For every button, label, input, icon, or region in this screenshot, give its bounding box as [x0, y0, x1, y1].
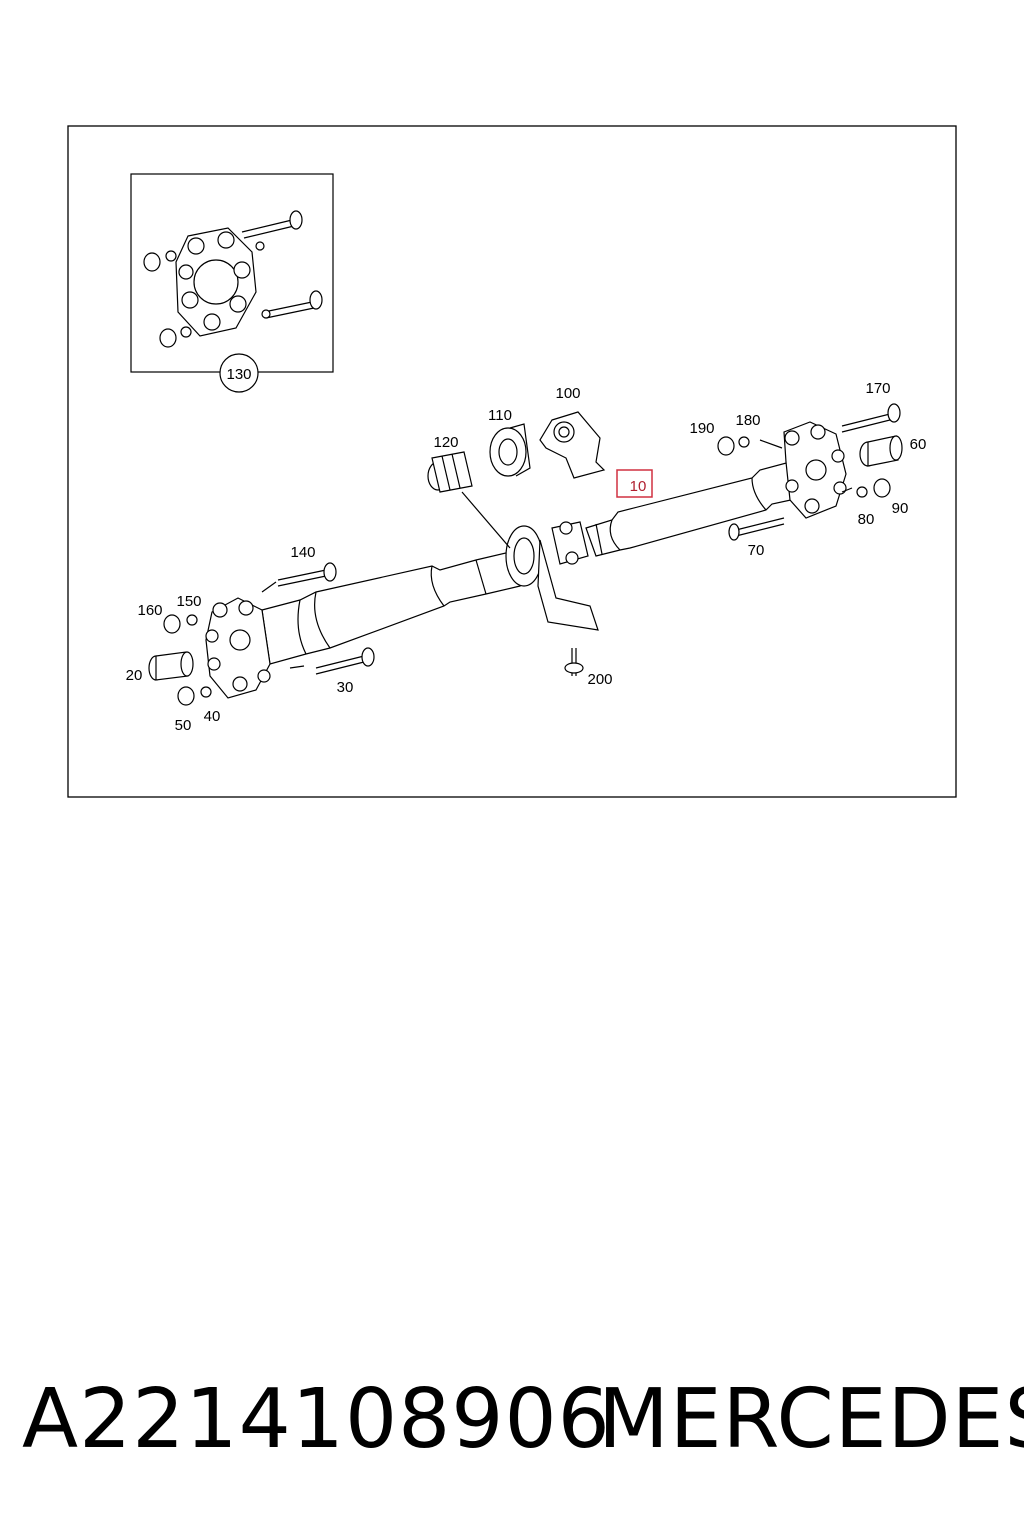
drive-shaft-assembly — [205, 421, 847, 699]
label-70: 70 — [748, 542, 765, 559]
driveshaft-parts-diagram: 130 — [67, 125, 957, 798]
label-170: 170 — [865, 380, 890, 397]
label-40: 40 — [204, 708, 221, 725]
brand-name: MERCEDES — [598, 1372, 1024, 1467]
label-200: 200 — [587, 671, 612, 688]
diagram-frame — [67, 125, 957, 798]
label-90: 90 — [892, 500, 909, 517]
label-100: 100 — [555, 385, 580, 402]
label-160: 160 — [137, 602, 162, 619]
label-10: 10 — [630, 478, 647, 495]
part-number: A2214108906 — [22, 1372, 611, 1467]
label-20: 20 — [126, 667, 143, 684]
highlight-box-part-10 — [616, 469, 653, 498]
label-110: 110 — [488, 407, 512, 424]
label-150: 150 — [176, 593, 201, 610]
label-190: 190 — [689, 420, 714, 437]
label-140: 140 — [290, 544, 315, 561]
label-120: 120 — [433, 434, 458, 451]
part-labels: 10 20 30 40 50 60 70 80 90 100 110 120 1… — [126, 380, 927, 734]
label-60: 60 — [910, 436, 927, 453]
inset-callout-label: 130 — [226, 366, 251, 383]
inset-flex-disc-kit: 130 — [130, 173, 334, 393]
label-30: 30 — [337, 679, 354, 696]
label-50: 50 — [175, 717, 192, 734]
loose-parts — [148, 403, 903, 706]
label-80: 80 — [858, 511, 875, 528]
footer-caption: A2214108906 MERCEDES — [0, 1370, 1024, 1470]
label-180: 180 — [735, 412, 760, 429]
